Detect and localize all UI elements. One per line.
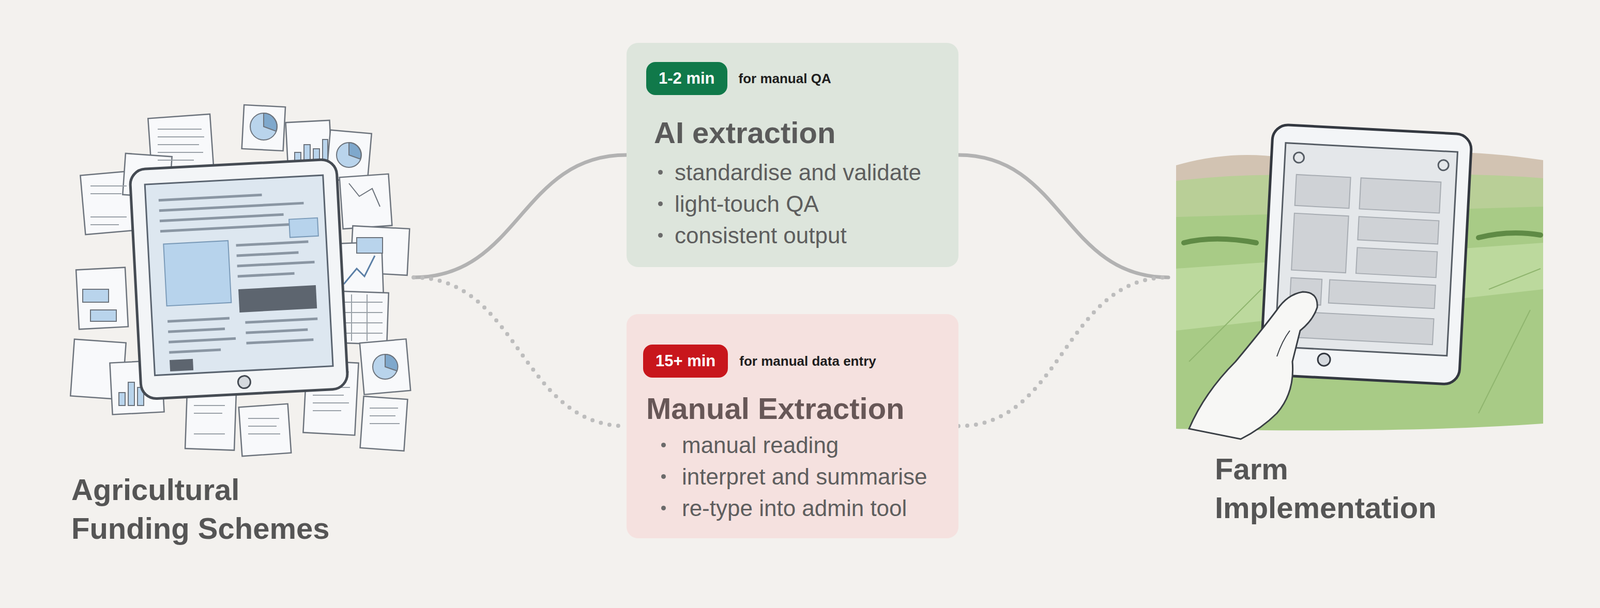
drawing-rect [1294, 174, 1351, 209]
drawing-g [90, 129, 400, 435]
drawing-path [90, 186, 127, 225]
bullet-item: interpret and summarise [643, 461, 944, 493]
drawing-path [348, 142, 361, 160]
bullet-dot [658, 201, 663, 207]
drawing-path [343, 255, 375, 285]
drawing-path [245, 318, 319, 344]
time-badge: 15+ min [643, 344, 728, 378]
bullet-item: re-type into admin tool [643, 492, 944, 525]
time-note: for manual data entry [739, 353, 876, 370]
documents-illustration [70, 104, 411, 457]
drawing-rect [185, 391, 237, 451]
badge-row: 1-2 min for manual QA [646, 62, 944, 96]
dotted-connector [413, 277, 627, 427]
bullet-dot [658, 233, 663, 238]
box-heading: AI extraction [653, 114, 944, 151]
process-box: 15+ min for manual data entryManual Extra… [626, 314, 959, 539]
badge-slot: 15+ min [643, 344, 728, 378]
bullet-text: consistent output [674, 219, 847, 252]
drawing-path [1478, 233, 1541, 238]
drawing-rect [1355, 247, 1438, 278]
drawing-rect [238, 404, 292, 457]
drawing-circle [372, 354, 398, 380]
badge-slot: 1-2 min [646, 62, 728, 96]
time-note: for manual QA [738, 70, 832, 87]
drawing-rect [238, 285, 317, 313]
drawing-g [158, 192, 319, 353]
drawing-path [167, 317, 237, 353]
illustration-node: Farm Implementation [1168, 118, 1551, 533]
drawing-rect [356, 237, 383, 254]
drawing-path [385, 354, 398, 372]
bullet-item: standardise and validate [646, 156, 944, 189]
drawing-path [369, 408, 400, 424]
drawing-rect [144, 175, 333, 376]
drawing-rect [75, 267, 129, 330]
drawing-circle [237, 375, 251, 389]
drawing-path [248, 418, 281, 435]
drawing-path [1189, 292, 1318, 440]
drawing-circle [1317, 353, 1331, 367]
drawing-circle [1293, 152, 1305, 164]
solid-connector [413, 155, 627, 278]
bullet-dot [658, 170, 663, 175]
bullet-dot [661, 474, 666, 480]
solid-connector [958, 155, 1169, 278]
drawing-rect [360, 396, 408, 452]
drawing-path [1276, 330, 1290, 357]
drawing-rect [90, 310, 117, 322]
badge-row: 15+ min for manual data entry [643, 344, 944, 378]
process-box: 1-2 min for manual QA AI extraction standar… [626, 42, 959, 268]
node-heading: Farm Implementation [1214, 449, 1484, 528]
bullet-item: manual reading [643, 429, 944, 462]
hand-illustration [1189, 292, 1318, 440]
drawing-rect [1291, 213, 1349, 273]
bullet-dot [661, 506, 666, 511]
time-badge: 1-2 min [646, 62, 728, 96]
drawing-path [157, 129, 205, 161]
drawing-rect [129, 159, 349, 400]
badge-text: 15+ min [655, 352, 716, 371]
drawing-circle [336, 142, 362, 168]
bullet-text: interpret and summarise [681, 461, 927, 493]
drawing-path [263, 113, 278, 132]
drawing-rect [1359, 177, 1441, 213]
drawing-circle [1438, 159, 1450, 171]
drawing-rect [339, 174, 393, 230]
drawing-path [236, 241, 316, 277]
drawing-rect [163, 240, 232, 307]
drawing-rect [82, 289, 109, 303]
drawing-path [1183, 239, 1257, 244]
drawing-rect [118, 392, 126, 406]
bullet-item: light-touch QA [646, 188, 944, 220]
bullet-item: consistent output [646, 219, 944, 252]
drawing-g [82, 113, 398, 406]
drawing-rect [169, 359, 194, 372]
badge-text: 1-2 min [658, 69, 715, 88]
drawing-rect [288, 218, 319, 238]
drawing-rect [1328, 280, 1436, 310]
dotted-connector [958, 277, 1169, 427]
bullet-text: light-touch QA [674, 188, 819, 220]
bullet-text: re-type into admin tool [681, 492, 907, 525]
drawing-path [193, 405, 225, 435]
tablet-illustration [129, 159, 349, 400]
drawing-rect [1357, 216, 1439, 245]
drawing-rect [128, 382, 135, 406]
box-heading: Manual Extraction [646, 390, 944, 428]
bullet-text: standardise and validate [674, 156, 922, 189]
illustration-node: Agricultural Funding Schemes [67, 98, 414, 564]
drawing-circle [250, 113, 278, 141]
drawing-rect [241, 104, 286, 151]
drawing-path [348, 183, 380, 207]
node-heading: Agricultural Funding Schemes [71, 470, 361, 549]
drawing-rect [359, 339, 411, 395]
drawing-path [158, 192, 306, 232]
bullet-dot [661, 443, 666, 448]
bullet-text: manual reading [681, 429, 839, 462]
